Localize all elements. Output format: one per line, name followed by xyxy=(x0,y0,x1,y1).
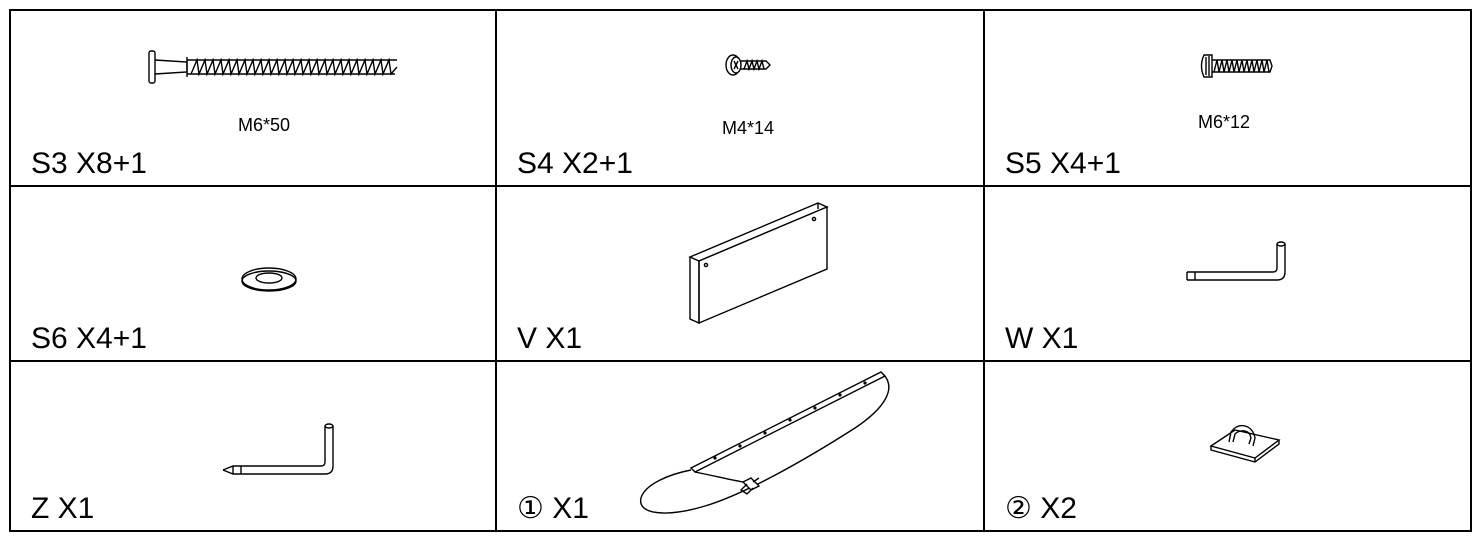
part-label: V X1 xyxy=(517,322,583,355)
parts-grid: M6*50 S3 X8+1 M4*14 S4 X2+1 xyxy=(9,9,1472,532)
part-cell-s6: S6 X4+1 xyxy=(11,187,497,362)
screw-size-label: M6*50 xyxy=(238,115,291,135)
part-label: S5 X4+1 xyxy=(1005,147,1121,180)
part-cell-s4: M4*14 S4 X2+1 xyxy=(497,11,985,187)
screw-size-label: M4*14 xyxy=(722,118,775,138)
bracket-icon xyxy=(690,199,838,349)
part-label: Z X1 xyxy=(31,492,95,525)
part-label: ① X1 xyxy=(517,492,589,525)
small-screw-icon xyxy=(724,53,772,77)
cable-clip-icon xyxy=(1209,422,1281,464)
part-label: S3 X8+1 xyxy=(31,147,147,180)
part-label: ② X2 xyxy=(1005,492,1077,525)
pointed-hex-key-icon xyxy=(221,422,341,482)
part-cell-v: V X1 xyxy=(497,187,985,362)
long-wood-screw-icon xyxy=(147,47,401,87)
part-label: S4 X2+1 xyxy=(517,147,633,180)
part-cell-w: W X1 xyxy=(985,187,1470,362)
part-cell-s3: M6*50 S3 X8+1 xyxy=(11,11,497,187)
machine-screw-icon xyxy=(1198,53,1274,79)
screw-size-label: M6*12 xyxy=(1198,112,1251,132)
part-cell-clip: ② X2 xyxy=(985,362,1470,530)
led-strip-cable-icon xyxy=(635,370,897,520)
part-cell-led-strip: ① X1 xyxy=(497,362,985,530)
part-label: S6 X4+1 xyxy=(31,322,147,355)
part-cell-s5: M6*12 S5 X4+1 xyxy=(985,11,1470,187)
part-cell-z: Z X1 xyxy=(11,362,497,530)
washer-icon xyxy=(239,265,299,293)
allen-key-icon xyxy=(1185,240,1285,290)
part-label: W X1 xyxy=(1005,322,1079,355)
